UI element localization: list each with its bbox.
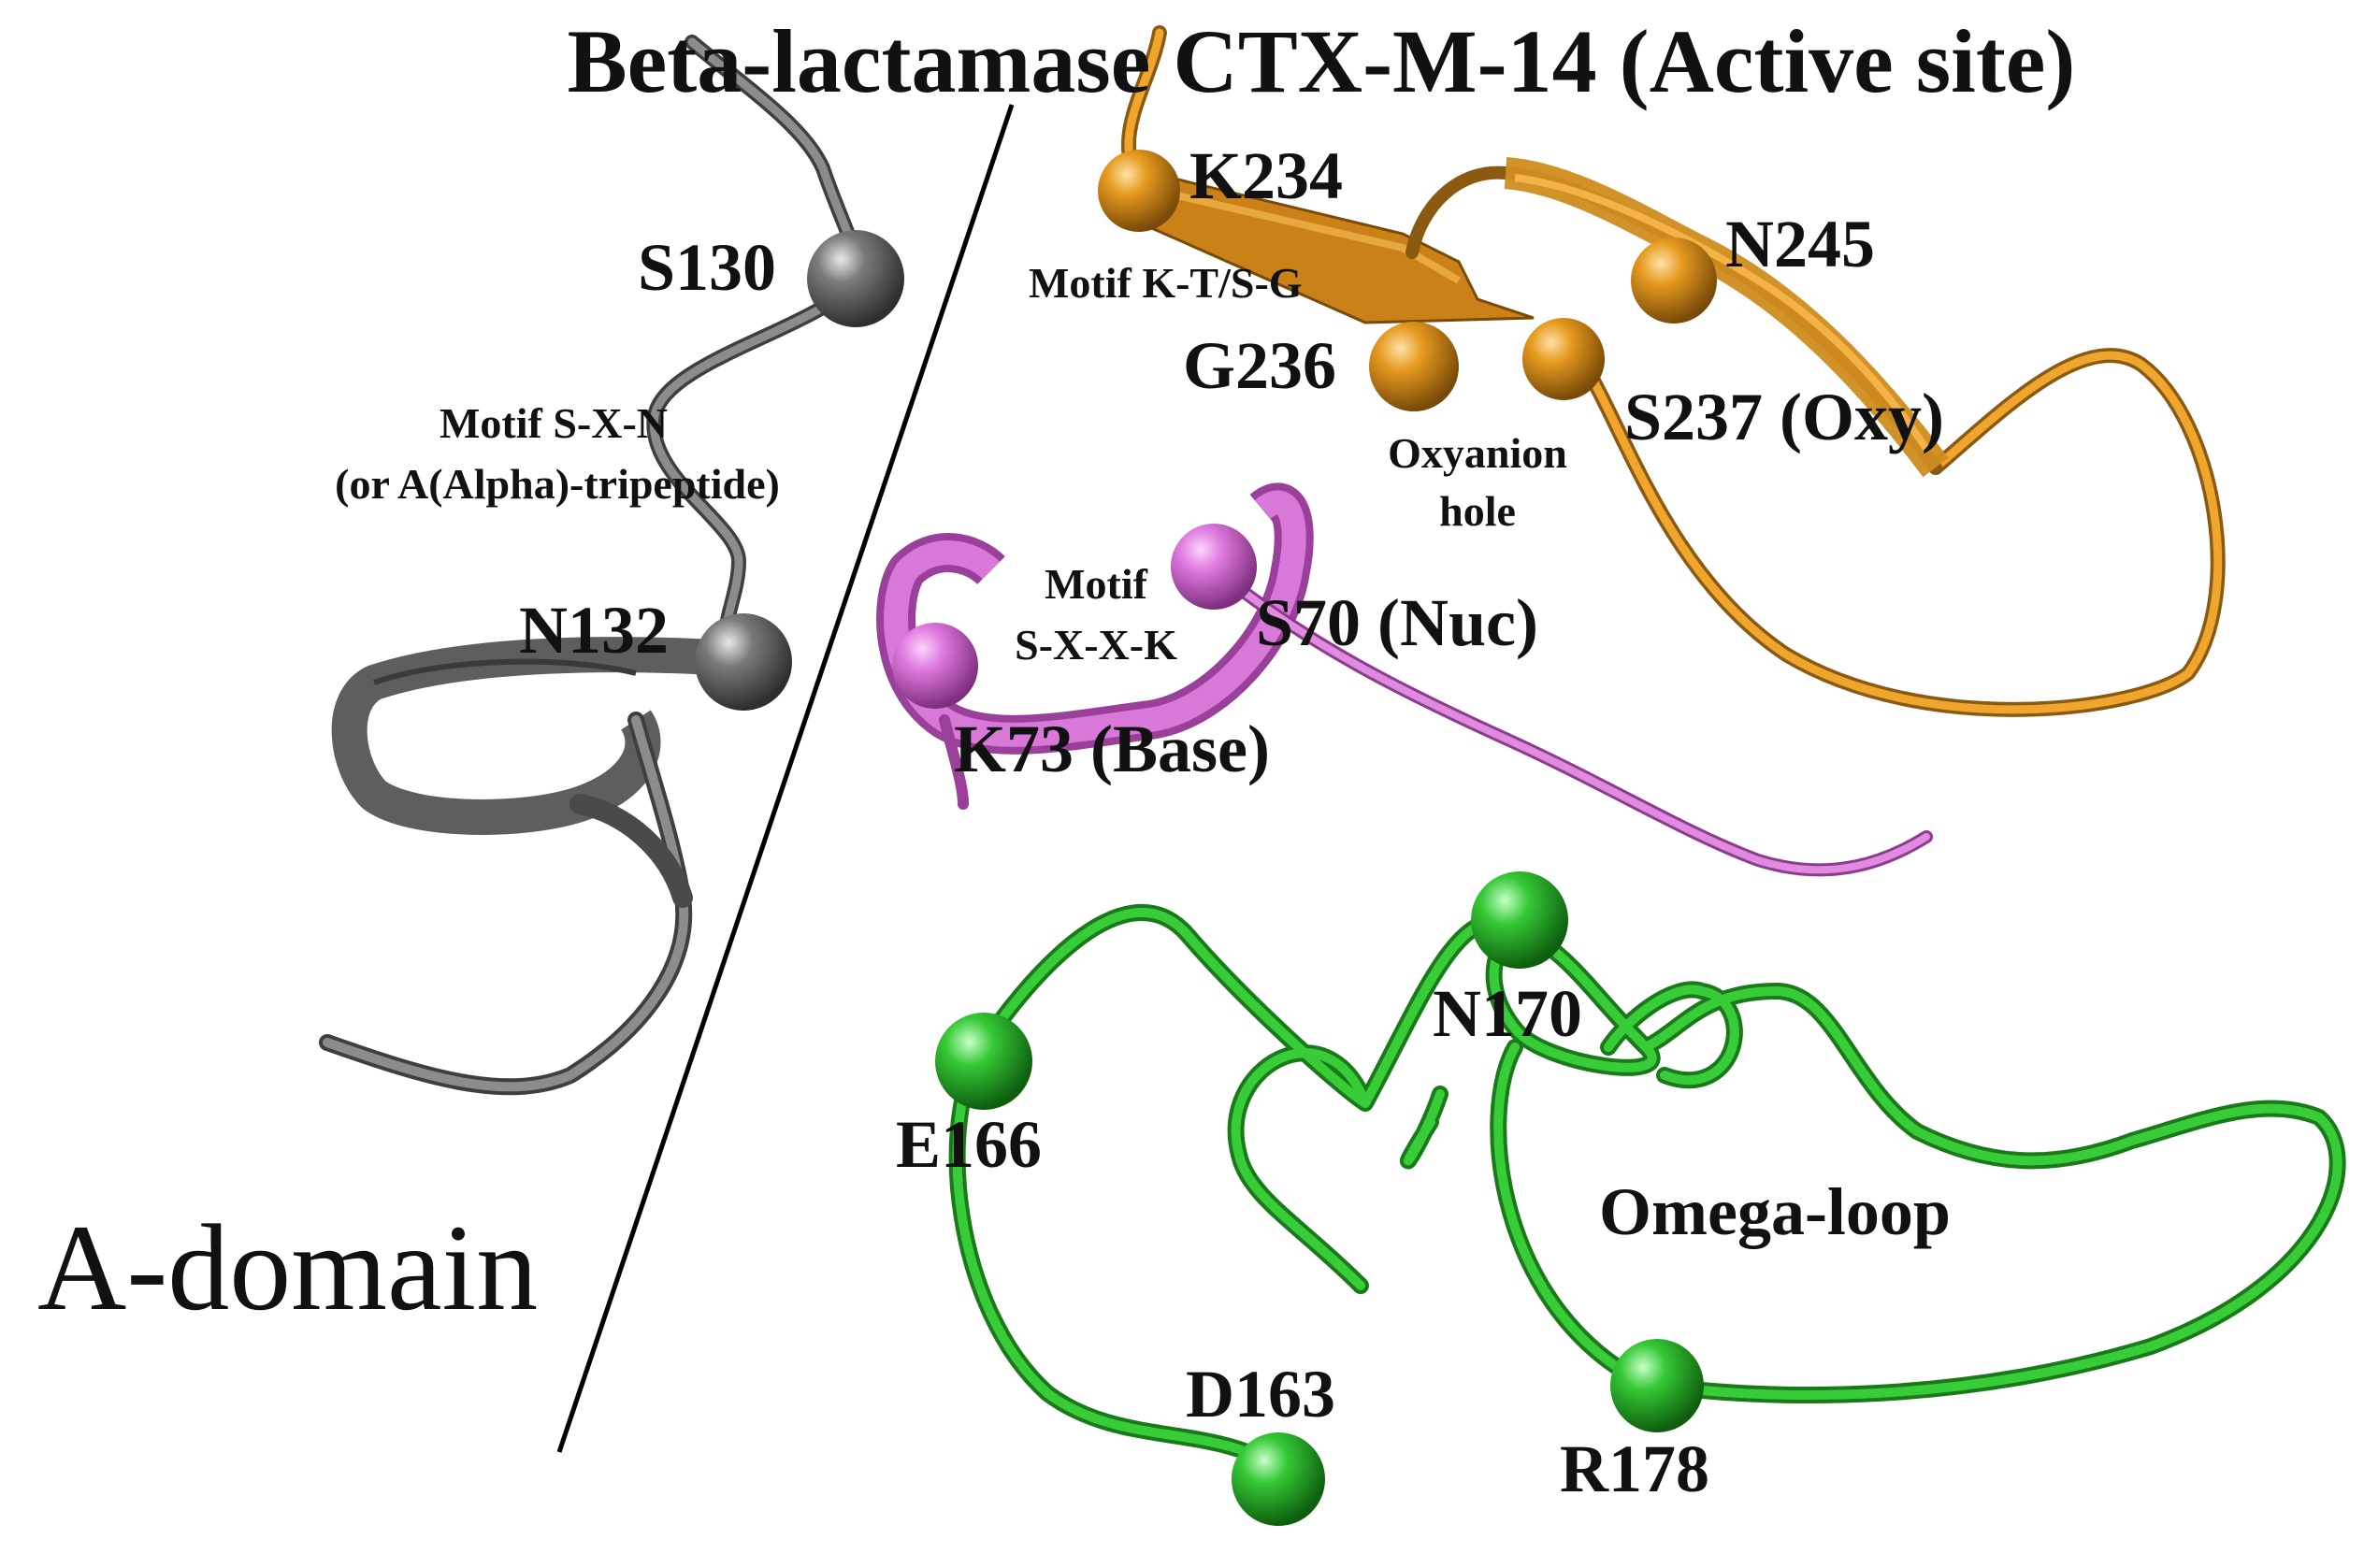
sphere-n245 — [1631, 237, 1717, 324]
label-k234: K234 — [1189, 138, 1343, 213]
sphere-s70 — [1171, 524, 1257, 610]
sphere-r178 — [1610, 1339, 1704, 1432]
sphere-e166 — [935, 1013, 1032, 1110]
motif-sxn-line1: Motif S-X-N — [440, 399, 668, 447]
gray-tube — [646, 35, 866, 667]
label-s130: S130 — [638, 230, 776, 305]
label-g236: G236 — [1183, 328, 1336, 403]
domain-label: A-domain — [37, 1199, 538, 1336]
label-s70: S70 (Nuc) — [1256, 585, 1538, 660]
label-d163: D163 — [1186, 1357, 1335, 1431]
motif-ktsg: Motif K-T/S-G — [1029, 259, 1303, 307]
label-s237: S237 (Oxy) — [1624, 380, 1944, 454]
label-k73: K73 (Base) — [954, 712, 1270, 786]
sphere-s237 — [1522, 318, 1605, 400]
label-n170: N170 — [1433, 976, 1582, 1051]
motif-sxxk-line2: S-X-X-K — [1015, 621, 1177, 669]
figure-title: Beta-lactamase CTX-M-14 (Active site) — [568, 11, 2076, 111]
gray-helix-ribbon — [331, 637, 741, 835]
sphere-d163 — [1232, 1432, 1325, 1526]
label-n245: N245 — [1725, 207, 1875, 281]
gray-chain — [319, 35, 866, 1096]
sphere-k73 — [892, 623, 978, 709]
sphere-n170 — [1471, 871, 1568, 969]
label-n132: N132 — [519, 593, 669, 668]
motif-sxn-line2: (or A(Alpha)-tripeptide) — [335, 460, 780, 508]
motif-sxxk-line1: Motif — [1045, 560, 1148, 608]
sphere-s130 — [807, 230, 904, 327]
sphere-k234 — [1098, 150, 1180, 232]
oxyanion-line2: hole — [1439, 487, 1516, 535]
oxyanion-line1: Oxyanion — [1388, 429, 1567, 477]
label-e166: E166 — [896, 1107, 1042, 1182]
omega-loop-label: Omega-loop — [1599, 1174, 1951, 1249]
magenta-chain — [876, 482, 1933, 877]
sphere-g236 — [1369, 322, 1459, 411]
sphere-n132 — [695, 613, 792, 711]
label-r178: R178 — [1560, 1431, 1709, 1506]
domain-divider-line — [556, 104, 1015, 1453]
green-chain — [948, 903, 2346, 1481]
